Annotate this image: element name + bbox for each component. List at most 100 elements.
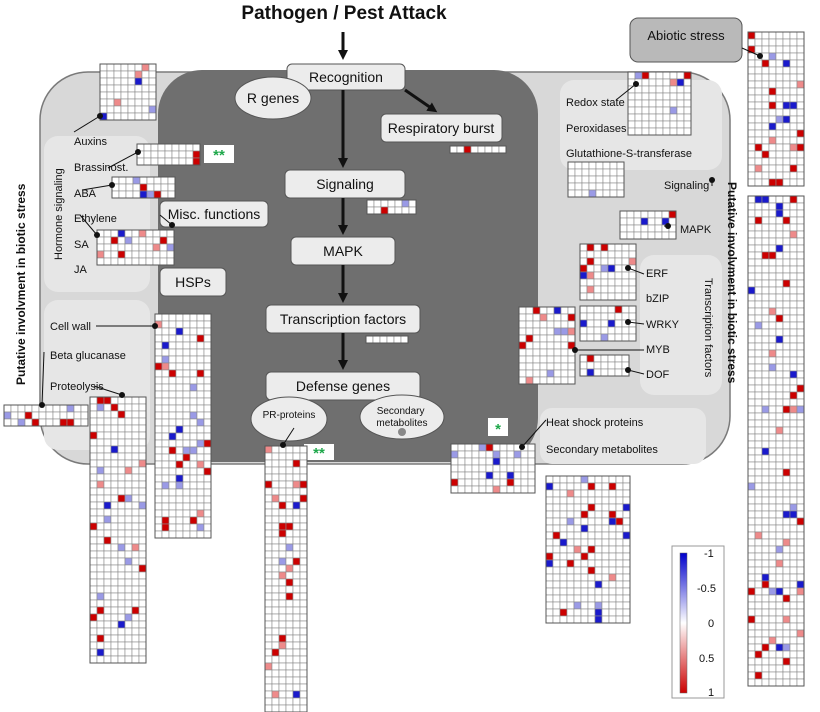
hormone-signaling-label: Hormone signaling	[53, 168, 65, 260]
signif-pr: **	[313, 445, 325, 462]
pr-proteins-ellipse	[250, 396, 328, 442]
pr-proteins-label: PR-proteins	[263, 410, 316, 421]
link-brassinost-dot	[135, 149, 141, 155]
arrow-recognition-burst	[404, 88, 438, 113]
aba-label: ABA	[74, 188, 97, 200]
beta-glucanase-label: Beta glucanase	[50, 350, 126, 362]
link-brassinost	[107, 151, 139, 169]
putative-left-label: Putative involvment in biotic stress	[14, 183, 28, 385]
legend-tick-3: 0.5	[699, 653, 714, 665]
secondary-metabolites-word2: metabolites	[376, 418, 427, 429]
transcription-factors-label: Transcription factors	[280, 311, 406, 327]
signif-pr-badge	[304, 444, 334, 460]
right-mapk-label: MAPK	[680, 224, 712, 236]
link-auxins-dot	[97, 113, 103, 119]
grid-erf	[579, 243, 637, 301]
grid-beta-glucanase	[3, 404, 89, 427]
myb-label: MYB	[646, 344, 670, 356]
link-pr	[282, 427, 295, 446]
secondary-metabolites-word1: Secondary	[377, 406, 425, 417]
signaling-label: Signaling	[316, 176, 374, 192]
grid-signaling	[366, 199, 417, 215]
tf-panel	[640, 255, 722, 395]
legend-tick-4: 1	[708, 687, 714, 699]
grid-tf	[365, 335, 409, 344]
recognition-box	[286, 63, 406, 91]
grid-proteolysis	[89, 396, 147, 664]
glutathione-label: Glutathione-S-transferase	[566, 148, 692, 160]
link-erf-dot	[625, 265, 631, 271]
redox-state-label: Redox state	[566, 97, 625, 109]
grid-abiotic	[747, 31, 805, 187]
defense-genes-box	[265, 371, 421, 401]
right-signaling-label: Signaling	[664, 180, 709, 192]
peroxidases-label: Peroxidases	[566, 123, 627, 135]
secondary-metabolites-ellipse	[359, 394, 445, 440]
grid-auxins	[99, 63, 157, 121]
grid-right-signaling	[747, 195, 805, 687]
hsps-box	[159, 267, 227, 297]
grid-dof	[579, 354, 630, 377]
legend-tick-0: -1	[704, 548, 714, 560]
right-tf-label: Transcription factors	[702, 278, 714, 378]
putative-right-label: Putative involvment in biotic stress	[725, 182, 739, 384]
signif-hsp-badge	[488, 418, 508, 436]
link-wrky-dot	[625, 319, 631, 325]
legend-tick-1: -0.5	[697, 583, 716, 595]
legend-tick-2: 0	[708, 618, 714, 630]
abiotic-stress-box	[629, 17, 743, 63]
grid-respiratory-burst	[449, 145, 507, 154]
grid-aba	[111, 176, 176, 199]
ethylene-label: Ethylene	[74, 213, 117, 225]
link-beta-glucanase-dot	[39, 402, 45, 408]
heat-shock-label: Heat shock proteins	[546, 417, 644, 429]
grid-ethylene-sa	[96, 229, 175, 266]
grid-wrky	[579, 305, 637, 342]
erf-label: ERF	[646, 268, 668, 280]
proteolysis-label: Proteolysis	[50, 381, 104, 393]
secondary-metabolites-label: Secondary metabolites	[376, 406, 427, 429]
auxins-label: Auxins	[74, 136, 108, 148]
abiotic-stress-label: Abiotic stress	[647, 28, 725, 43]
hsps-label: HSPs	[175, 274, 211, 290]
link-redox-dot	[633, 81, 639, 87]
hsp-panel	[540, 408, 706, 464]
dof-label: DOF	[646, 369, 670, 381]
grid-glutathione	[567, 161, 625, 198]
grid-right-mapk	[619, 210, 677, 240]
mapk-label: MAPK	[323, 243, 363, 259]
link-proteolysis	[93, 385, 123, 396]
grid-brassinost	[136, 143, 201, 166]
grid-cell-wall	[154, 313, 212, 539]
link-misc-dot	[169, 222, 175, 228]
link-dof-dot	[625, 367, 631, 373]
signif-brassinost-badge	[204, 145, 234, 163]
link-myb-dot	[572, 347, 578, 353]
link-proteolysis-dot	[119, 392, 125, 398]
bzip-label: bZIP	[646, 293, 669, 305]
link-right-mapk-dot	[665, 223, 671, 229]
signaling-box	[284, 169, 406, 199]
defense-genes-label: Defense genes	[296, 378, 390, 394]
respiratory-burst-box	[380, 113, 503, 143]
diagram-title: Pathogen / Pest Attack	[241, 3, 447, 24]
right-secondary-metabolites-label: Secondary metabolites	[546, 444, 658, 456]
link-redox	[615, 83, 637, 101]
secondary-metabolites-dot	[398, 428, 406, 436]
link-aba	[81, 184, 113, 191]
ja-label: JA	[74, 264, 88, 276]
core-panel	[158, 70, 538, 462]
grid-heat-shock	[450, 443, 536, 494]
signif-brassinost: **	[213, 147, 225, 164]
connector-lines	[39, 47, 763, 450]
link-ethylene	[79, 214, 98, 236]
link-auxins	[73, 115, 101, 133]
legend-colorbar	[679, 552, 688, 694]
link-pr-dot	[280, 442, 286, 448]
misc-functions-label: Misc. functions	[168, 206, 261, 222]
link-beta-glucanase	[41, 351, 45, 406]
wrky-label: WRKY	[646, 319, 680, 331]
link-right-signaling-dot	[709, 177, 715, 183]
